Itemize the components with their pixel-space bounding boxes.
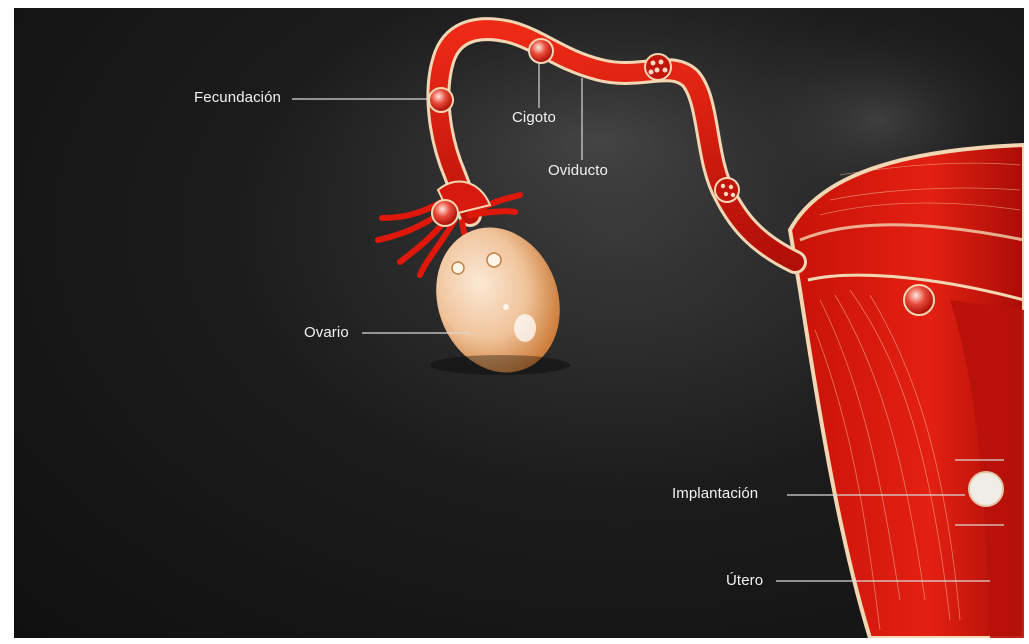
- uterus-cell: [904, 285, 934, 315]
- label-cigoto: Cigoto: [512, 109, 556, 126]
- implanted-cell: [969, 472, 1003, 506]
- reproductive-illustration: [14, 8, 1024, 638]
- diagram-frame: Fecundación Cigoto Oviducto Ovario Impla…: [14, 8, 1024, 638]
- label-utero: Útero: [726, 572, 763, 589]
- uterus: [790, 145, 1024, 638]
- ovum-cell: [432, 200, 458, 226]
- zygote-cell: [529, 39, 553, 63]
- label-fecundacion: Fecundación: [194, 89, 281, 106]
- blastocyst-cell: [715, 178, 739, 202]
- label-oviducto: Oviducto: [548, 162, 608, 179]
- label-ovario: Ovario: [304, 324, 349, 341]
- morula-cell: [645, 54, 671, 80]
- label-implantacion: Implantación: [672, 485, 758, 502]
- fertilization-cell: [429, 88, 453, 112]
